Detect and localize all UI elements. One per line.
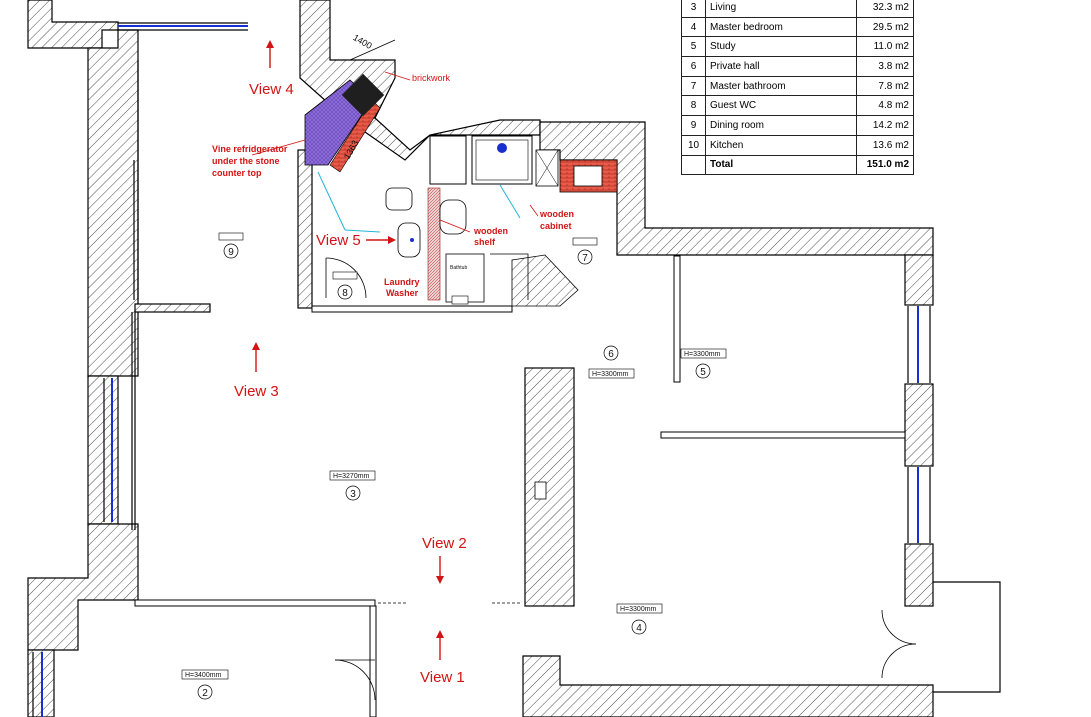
- room-name-cell: Kitchen: [705, 134, 857, 156]
- laundry-line-1: Laundry: [384, 277, 420, 287]
- brickwork-label: brickwork: [412, 73, 451, 83]
- room-tag-9: 9: [218, 232, 244, 259]
- total-row: Total 151.0 m2: [681, 154, 914, 176]
- room-name-cell: Living: [705, 0, 857, 18]
- room-4-number: 4: [636, 623, 642, 634]
- wooden-cabinet-line-1: wooden: [539, 209, 574, 219]
- room-number-cell: 5: [681, 36, 706, 58]
- bathtub-label: Bathtub: [450, 265, 467, 271]
- room-5-height: H=3300mm: [684, 351, 721, 358]
- bathroom-fixtures: [304, 39, 618, 307]
- room-name-cell: Dining room: [705, 115, 857, 136]
- room-area-cell: 7.8 m2: [856, 75, 914, 97]
- room-number-cell: 7: [681, 75, 706, 97]
- doors: [317, 171, 1001, 701]
- room-name-cell: Private hall: [705, 56, 857, 77]
- view-1-label: View 1: [420, 669, 465, 686]
- wooden-cabinet-line-2: cabinet: [540, 221, 572, 231]
- room-3-number: 3: [350, 489, 356, 500]
- room-number-cell: 6: [681, 56, 706, 77]
- room-3-height: H=3270mm: [333, 473, 370, 480]
- room-4-height: H=3300mm: [620, 606, 657, 613]
- room-6-height: H=3300mm: [592, 371, 629, 378]
- room-name-cell: Study: [705, 36, 857, 58]
- room-area-cell: 4.8 m2: [856, 95, 914, 117]
- total-label: Total: [705, 154, 857, 176]
- view-4-label: View 4: [249, 81, 294, 98]
- room-name-cell: Master bathroom: [705, 75, 857, 97]
- room-5-number: 5: [700, 367, 706, 378]
- room-area-cell: 3.8 m2: [856, 56, 914, 77]
- room-name-cell: Master bedroom: [705, 16, 857, 38]
- room-number-cell: 4: [681, 16, 706, 38]
- room-area-cell: 14.2 m2: [856, 115, 914, 136]
- room-number-cell: 9: [681, 115, 706, 136]
- room-number-cell: 10: [681, 134, 706, 156]
- room-9-number: 9: [228, 247, 234, 258]
- laundry-line-2: Washer: [386, 288, 419, 298]
- dim-1400-label: 1400: [351, 32, 373, 51]
- room-number-cell: 8: [681, 95, 706, 117]
- view-arrows: [251, 40, 539, 660]
- room-2-number: 2: [202, 688, 208, 699]
- room-6-number: 6: [608, 349, 614, 360]
- room-tag-5: H=3300mm 5: [680, 348, 727, 379]
- total-area: 151.0 m2: [856, 154, 914, 176]
- vine-fridge-line-3: counter top: [212, 168, 262, 178]
- room-tag-2: H=3400mm 2: [181, 669, 229, 700]
- room-name-cell: Guest WC: [705, 95, 857, 117]
- room-area-cell: 13.6 m2: [856, 134, 914, 156]
- vine-fridge-line-1: Vine refridgerator: [212, 144, 288, 154]
- room-tag-7: 7: [572, 237, 598, 265]
- room-tag-4: H=3300mm 4: [616, 603, 663, 635]
- room-tag-6: 6 H=3300mm: [588, 345, 635, 379]
- room-area-cell: 29.5 m2: [856, 16, 914, 38]
- room-7-number: 7: [582, 253, 588, 264]
- room-tag-3: H=3270mm 3: [329, 470, 376, 501]
- room-number-cell: 3: [681, 0, 706, 18]
- interior-partitions: [131, 60, 906, 717]
- view-3-label: View 3: [234, 383, 279, 400]
- view-5-label: View 5: [316, 232, 361, 249]
- room-2-height: H=3400mm: [185, 672, 222, 679]
- room-8-number: 8: [342, 288, 348, 299]
- windows: [32, 22, 931, 717]
- vine-fridge-line-2: under the stone: [212, 156, 280, 166]
- wooden-shelf-line-1: wooden: [473, 226, 508, 236]
- view-2-label: View 2: [422, 535, 467, 552]
- room-tag-8: 8: [332, 271, 358, 300]
- room-area-cell: 11.0 m2: [856, 36, 914, 58]
- wooden-shelf-line-2: shelf: [474, 237, 496, 247]
- room-area-cell: 32.3 m2: [856, 0, 914, 18]
